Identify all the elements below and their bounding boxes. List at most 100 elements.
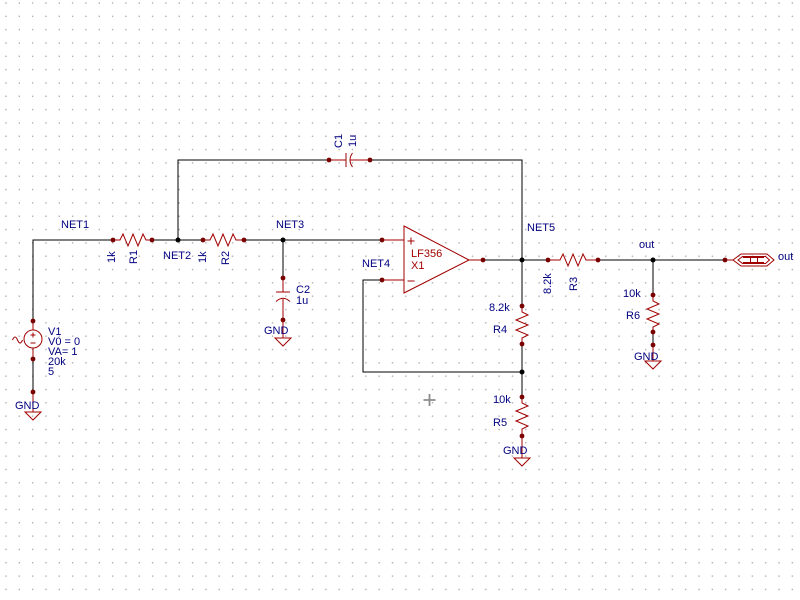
resistor-r4[interactable] [514, 303, 530, 347]
ground-symbol-r5[interactable] [512, 436, 532, 467]
r4-value-label[interactable]: 8.2k [489, 302, 510, 314]
r1-ref-label[interactable]: R1 [128, 249, 140, 264]
resistor-r1[interactable] [110, 232, 155, 248]
r2-ref-label[interactable]: R2 [220, 250, 232, 265]
c2-ref-label[interactable]: C2 [296, 284, 311, 296]
port-outline-inner [737, 256, 771, 264]
r3-value-label[interactable]: 8.2k [542, 273, 554, 294]
wire-out[interactable] [598, 259, 725, 345]
v1-param-amplitude[interactable]: VA= 1 [48, 346, 78, 358]
terminal-dot [519, 303, 525, 309]
net-label-net2[interactable]: NET2 [163, 250, 192, 262]
gnd-triangle-icon [643, 360, 663, 370]
terminal-dot [379, 237, 385, 243]
r3-zigzag [548, 252, 598, 268]
r5-zigzag [514, 397, 530, 436]
terminal-dot [241, 237, 247, 243]
resistor-r3[interactable] [545, 252, 601, 268]
wire-net1[interactable] [32, 239, 113, 392]
gnd-triangle-icon [512, 457, 532, 467]
v1-param-frequency[interactable]: 20k [48, 356, 66, 368]
terminal-dot [650, 329, 656, 335]
r1-zigzag [113, 232, 152, 248]
net-label-net1[interactable]: NET1 [61, 219, 90, 231]
v1-param-offset[interactable]: V0 = 0 [48, 336, 81, 348]
gnd-label-v1: GND [15, 400, 40, 412]
ground-symbol-r6[interactable] [643, 342, 663, 370]
r4-ref-label[interactable]: R4 [493, 324, 508, 336]
v1-param-phase[interactable]: 5 [48, 366, 55, 378]
gnd-triangle-icon [273, 337, 293, 347]
net-label-net3[interactable]: NET3 [276, 219, 305, 231]
c1-ref-label[interactable]: C1 [333, 133, 345, 148]
port-outline-outer [732, 253, 775, 267]
r2-value-label[interactable]: 1k [197, 251, 209, 263]
r4-zigzag [514, 306, 530, 344]
terminal-dot [379, 277, 385, 283]
wire-net4[interactable] [362, 279, 522, 373]
port-label-out[interactable]: out [778, 251, 794, 263]
opamp-x1[interactable] [379, 225, 486, 294]
terminal-dot [480, 257, 486, 263]
r6-ref-label[interactable]: R6 [626, 310, 641, 322]
wire-net3[interactable] [244, 239, 382, 278]
output-port-out[interactable] [722, 253, 775, 267]
terminal-dot [519, 394, 525, 400]
r6-value-label[interactable]: 10k [623, 288, 641, 300]
x1-ref-label[interactable]: X1 [411, 260, 425, 272]
ground-symbol-c2[interactable] [273, 320, 293, 347]
r5-value-label[interactable]: 10k [493, 394, 511, 406]
terminal-dot [30, 389, 36, 395]
v1-ref-label[interactable]: V1 [48, 326, 62, 338]
junction-dot [175, 237, 181, 243]
terminal-dot [149, 237, 155, 243]
terminal-dot [30, 356, 36, 362]
terminal-dot [110, 237, 116, 243]
net-label-out[interactable]: out [639, 239, 655, 251]
cursor-cross-icon [423, 394, 436, 406]
c2-plate-curved [275, 297, 291, 302]
terminal-dot [595, 257, 601, 263]
r1-value-label[interactable]: 1k [106, 251, 118, 263]
v1-plus-icon [30, 332, 36, 338]
junction-dot [280, 237, 286, 243]
gnd-label-c2: GND [264, 325, 289, 337]
terminal-dot [280, 275, 286, 281]
x1-part-label[interactable]: LF356 [411, 248, 443, 260]
r6-zigzag [645, 295, 661, 332]
c1-value-label[interactable]: 1u [347, 134, 359, 147]
gnd-triangle-icon [23, 411, 43, 421]
terminal-dot [519, 341, 525, 347]
c1-plate-curved [349, 152, 353, 168]
opamp-triangle[interactable] [403, 225, 471, 294]
r5-ref-label[interactable]: R5 [493, 417, 508, 429]
junction-dot [650, 257, 656, 263]
ground-symbol-v1[interactable] [23, 389, 43, 421]
r3-ref-label[interactable]: R3 [568, 276, 580, 291]
resistor-r2[interactable] [200, 232, 247, 248]
terminal-dot [650, 292, 656, 298]
net-label-net4[interactable]: NET4 [362, 258, 391, 270]
c2-value-label[interactable]: 1u [296, 295, 309, 307]
terminal-dot [545, 257, 551, 263]
wire-net5[interactable] [370, 159, 548, 397]
opamp-plus-icon [407, 237, 415, 245]
terminal-dot [326, 157, 332, 163]
port-crossbars [743, 257, 764, 263]
capacitor-c2[interactable] [275, 275, 291, 323]
r2-zigzag [203, 232, 244, 248]
junction-dot [519, 369, 525, 375]
terminal-dot [722, 257, 728, 263]
v1-body[interactable] [23, 329, 43, 349]
net-label-net5[interactable]: NET5 [527, 222, 556, 234]
terminal-dot [30, 318, 36, 324]
resistor-r6[interactable] [645, 292, 661, 335]
capacitor-c1[interactable] [326, 152, 373, 168]
resistor-r5[interactable] [514, 394, 530, 439]
terminal-dot [650, 342, 656, 348]
terminal-dot [367, 157, 373, 163]
terminal-dot [200, 237, 206, 243]
voltage-source-v1[interactable] [12, 318, 43, 362]
gnd-label-r6: GND [634, 351, 659, 363]
